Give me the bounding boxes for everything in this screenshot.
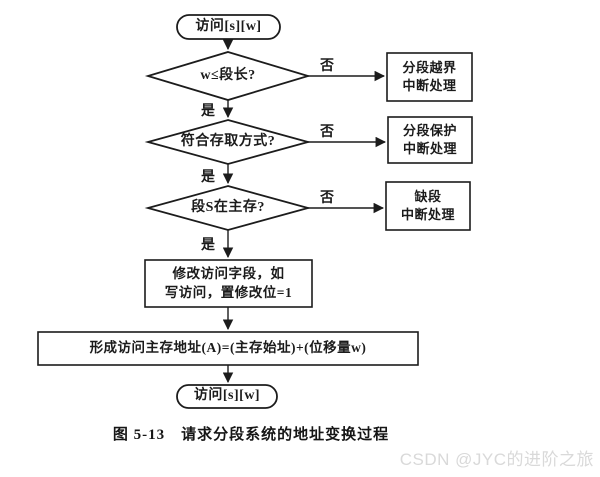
decision-3-yes-label: 是 (201, 238, 215, 253)
interrupt-box-3-line2: 中断处理 (400, 207, 455, 222)
decision-2-no-label: 否 (320, 125, 334, 140)
interrupt-box-1-line1: 分段越界 (402, 60, 457, 76)
decision-2-shape (144, 119, 312, 165)
decision-1-label: w≤段长? (200, 67, 256, 83)
modify-box-line2: 写访问，置修改位=1 (164, 284, 293, 300)
start-node-shape (176, 14, 281, 40)
decision-2-label: 符合存取方式? (180, 133, 276, 149)
interrupt-box-2-shape (387, 116, 473, 164)
csdn-watermark: CSDN @JYC的进阶之旅 (399, 450, 594, 469)
decision-1-yes-label: 是 (201, 104, 215, 119)
interrupt-box-3-shape (385, 181, 471, 231)
end-node-shape (176, 384, 278, 409)
modify-box-shape (144, 259, 313, 308)
interrupt-box-2-line1: 分段保护 (402, 123, 457, 139)
decision-3-shape (144, 185, 312, 231)
start-node-label: 访问[s][w] (195, 18, 262, 34)
interrupt-box-3-line1: 缺段 (414, 189, 442, 205)
address-box-label: 形成访问主存地址(A)=(主存始址)+(位移量w) (89, 340, 367, 356)
decision-1-shape (144, 51, 312, 101)
end-node-label: 访问[s][w] (193, 388, 261, 404)
modify-box-line1: 修改访问字段，如 (172, 266, 285, 282)
interrupt-box-3-label: 缺段 中断处理 (386, 182, 470, 230)
modify-box-label: 修改访问字段，如 写访问，置修改位=1 (145, 260, 312, 307)
interrupt-box-1-line2: 中断处理 (402, 78, 457, 93)
decision-3-no-label: 否 (320, 191, 334, 206)
interrupt-box-2-line2: 中断处理 (402, 141, 457, 156)
interrupt-box-1-shape (386, 52, 473, 102)
decision-2-yes-label: 是 (201, 170, 215, 185)
figure-caption: 图 5-13 请求分段系统的地址变换过程 (112, 427, 390, 443)
interrupt-box-1-label: 分段越界 中断处理 (387, 53, 472, 101)
address-box-shape (37, 331, 419, 366)
interrupt-box-2-label: 分段保护 中断处理 (388, 117, 472, 163)
decision-3-label: 段S在主存? (191, 199, 265, 215)
decision-1-no-label: 否 (320, 59, 334, 74)
